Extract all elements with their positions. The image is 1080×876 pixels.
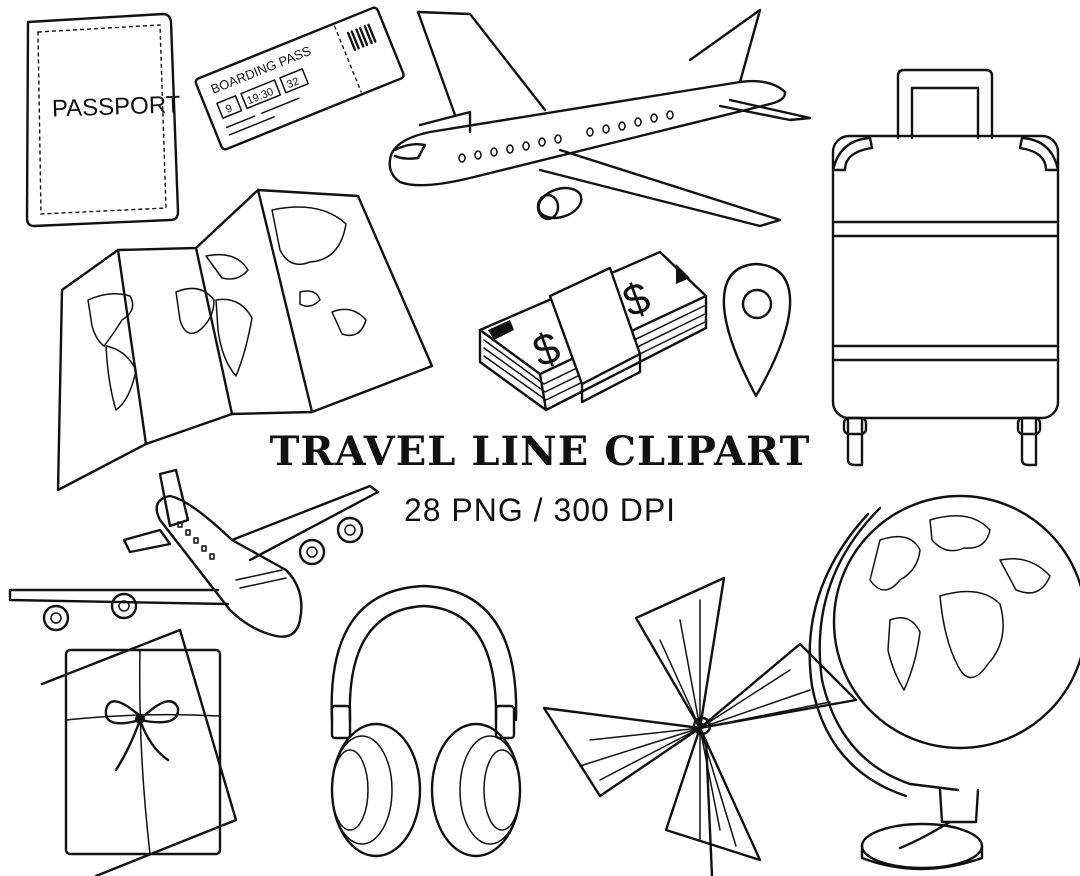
- wrapped-package-icon: [40, 628, 238, 876]
- money-stack-icon: $ $: [478, 250, 708, 412]
- pinwheel-icon: [542, 576, 858, 876]
- airplane-icon: [388, 8, 812, 228]
- page-title: TRAVEL LINE CLIPART: [269, 428, 811, 475]
- boarding-pass-box3: 32: [285, 75, 301, 91]
- boarding-pass-box2: 19:30: [245, 86, 275, 107]
- location-pin-icon: [722, 262, 792, 398]
- passport-icon: PASSPORT: [25, 12, 181, 228]
- page-subtitle: 28 PNG / 300 DPI: [403, 492, 677, 528]
- folded-map-icon: [56, 188, 434, 492]
- boarding-pass-icon: BOARDING PASS 9 19:30 32: [194, 6, 405, 151]
- passport-label: PASSPORT: [51, 91, 181, 122]
- headphones-icon: [330, 584, 522, 858]
- globe-icon: [808, 494, 1080, 871]
- boarding-pass-box1: 9: [224, 102, 234, 115]
- suitcase-icon: [831, 68, 1060, 467]
- jumbo-jet-icon: [8, 468, 380, 638]
